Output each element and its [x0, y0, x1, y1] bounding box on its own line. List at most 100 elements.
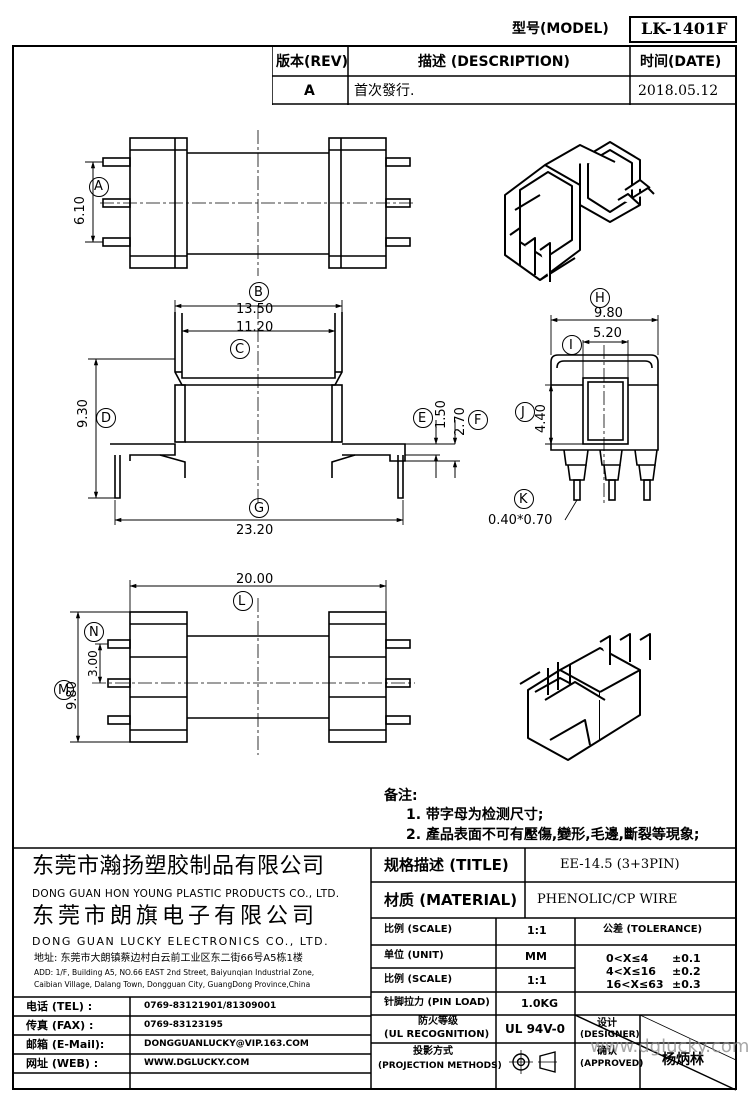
dim-L-circle [233, 591, 253, 611]
dim-G-circle [249, 498, 269, 518]
dim-M-letter: M [58, 683, 70, 698]
dim-F-circle [468, 410, 488, 430]
notes-title: 备注: [384, 788, 418, 804]
contact-fax-label: 传真 (FAX) : [26, 1019, 94, 1032]
dim-M-circle [54, 680, 74, 700]
revision-table [271, 47, 735, 105]
spec-unit-value: MM [525, 950, 547, 963]
company-name-cn-2: 东莞市朗旗电子有限公司 [32, 904, 319, 929]
company-name-en-2: DONG GUAN LUCKY ELECTRONICS CO., LTD. [32, 935, 330, 948]
drawing-frame [12, 45, 737, 1090]
dim-L-value: 20.00 [236, 572, 274, 587]
contact-tel-label: 电话 (TEL) : [26, 1000, 93, 1013]
dim-D-letter: D [101, 411, 112, 426]
dim-I-letter: I [569, 338, 573, 353]
spec-scale2-value: 1:1 [527, 974, 547, 987]
dim-L-letter: L [238, 594, 246, 609]
contact-web-value: WWW.DGLUCKY.COM [144, 1058, 250, 1068]
spec-title-value: EE-14.5 (3+3PIN) [560, 857, 680, 872]
spec-pin-load-value: 1.0KG [521, 997, 559, 1010]
tol-value-2: ±0.2 [672, 965, 701, 978]
dim-H-circle [590, 288, 610, 308]
dim-B-value: 13.50 [236, 302, 274, 317]
tol-value-1: ±0.1 [672, 952, 701, 965]
tol-range-3: 16<X≤63 [606, 978, 664, 991]
dim-C-value: 11.20 [236, 320, 274, 335]
company-addr-cn: 地址: 东莞市大朗镇蔡边村白云前工业区东二街66号A5栋1楼 [34, 953, 303, 964]
dim-K-value: 0.40*0.70 [488, 513, 553, 528]
tol-value-3: ±0.3 [672, 978, 701, 991]
contact-email-value: DONGGUANLUCKY@VIP.163.COM [144, 1039, 309, 1049]
model-value: LK-1401F [641, 19, 728, 38]
dim-I-circle [562, 335, 582, 355]
tol-range-2: 4<X≤16 [606, 965, 656, 978]
rev-value: A [304, 83, 315, 99]
company-name-en-1: DONG GUAN HON YOUNG PLASTIC PRODUCTS CO.… [32, 888, 340, 900]
spec-approved-label-2: (APPROVED) [580, 1059, 644, 1069]
dim-J-circle [515, 402, 535, 422]
spec-unit-label: 单位 (UNIT) [384, 950, 444, 961]
dim-B-letter: B [254, 285, 263, 300]
date-label: 时间(DATE) [640, 54, 722, 70]
desc-value: 首次發行. [354, 83, 415, 99]
desc-label: 描述 (DESCRIPTION) [418, 54, 570, 70]
bottom-view [70, 580, 415, 755]
rev-label: 版本(REV) [276, 54, 348, 70]
spec-ul-label-1: 防火等级 [418, 1016, 458, 1027]
dim-N-circle [84, 622, 104, 642]
contact-web-label: 网址 (WEB) : [26, 1057, 99, 1070]
dim-G-value: 23.20 [236, 523, 274, 538]
notes-line-1: 1. 带字母为检测尺寸; [406, 807, 544, 823]
spec-scale2-label: 比例 (SCALE) [384, 974, 453, 985]
spec-tolerance-label: 公差 (TOLERANCE) [603, 924, 703, 935]
spec-scale-label: 比例 (SCALE) [384, 924, 453, 935]
dim-B-circle [249, 282, 269, 302]
contact-tel-value: 0769-83121901/81309001 [144, 1001, 277, 1011]
spec-approved-value: 杨炳林 [662, 1052, 704, 1068]
company-addr-en-2: Caibian Village, Dalang Town, Dongguan C… [34, 980, 311, 989]
dim-E-letter: E [418, 411, 427, 426]
spec-proj-label-2: (PROJECTION METHODS) [378, 1061, 502, 1071]
contact-fax-value: 0769-83123195 [144, 1020, 223, 1030]
model-box [629, 16, 737, 43]
date-value: 2018.05.12 [638, 83, 719, 99]
spec-proj-label-1: 投影方式 [413, 1046, 453, 1057]
spec-material-label: 材质 (MATERIAL) [384, 891, 518, 909]
projection-symbol [509, 1050, 557, 1074]
dim-J-letter: J [521, 405, 525, 420]
dim-K-circle [514, 489, 534, 509]
spec-pin-load-label: 针脚拉力 (PIN LOAD) [384, 997, 490, 1008]
dim-H-value: 9.80 [594, 306, 623, 321]
model-label: 型号(MODEL) [512, 21, 609, 37]
dim-N-letter: N [89, 625, 99, 640]
dim-C-circle [230, 339, 250, 359]
side-view [545, 315, 659, 521]
company-addr-en-1: ADD: 1/F, Building A5, NO.66 EAST 2nd St… [34, 968, 315, 977]
contact-email-label: 邮箱 (E-Mail): [26, 1038, 105, 1051]
company-name-cn-1: 东莞市瀚扬塑胶制品有限公司 [32, 854, 325, 879]
dim-C-letter: C [235, 342, 245, 357]
spec-designer-label-2: (DESIGNER) [580, 1030, 640, 1040]
notes-line-2: 2. 產品表面不可有壓傷,變形,毛邊,斷裂等現象; [406, 827, 700, 843]
spec-ul-label-2: (UL RECOGNITION) [384, 1029, 490, 1040]
watermark: www.dglucky.com [590, 1036, 750, 1057]
dim-A-letter: A [94, 179, 103, 194]
front-view [88, 300, 460, 525]
dim-D-circle [96, 408, 116, 428]
dim-I-value: 5.20 [593, 326, 622, 341]
spec-scale-value: 1:1 [527, 924, 547, 937]
dim-F-letter: F [474, 413, 482, 428]
tol-range-1: 0<X≤4 [606, 952, 649, 965]
dim-E-circle [413, 408, 433, 428]
technical-drawing [70, 130, 659, 761]
isometric-view-1 [504, 141, 655, 282]
dim-H-letter: H [595, 291, 605, 306]
revision-table-lines [271, 47, 735, 105]
isometric-view-2 [519, 633, 651, 761]
dim-G-letter: G [254, 501, 265, 516]
spec-ul-value: UL 94V-0 [505, 1022, 566, 1036]
spec-material-value: PHENOLIC/CP WIRE [537, 892, 678, 907]
spec-approved-label-1: 确认 [597, 1046, 617, 1057]
spec-designer-label-1: 设计 [597, 1018, 617, 1029]
